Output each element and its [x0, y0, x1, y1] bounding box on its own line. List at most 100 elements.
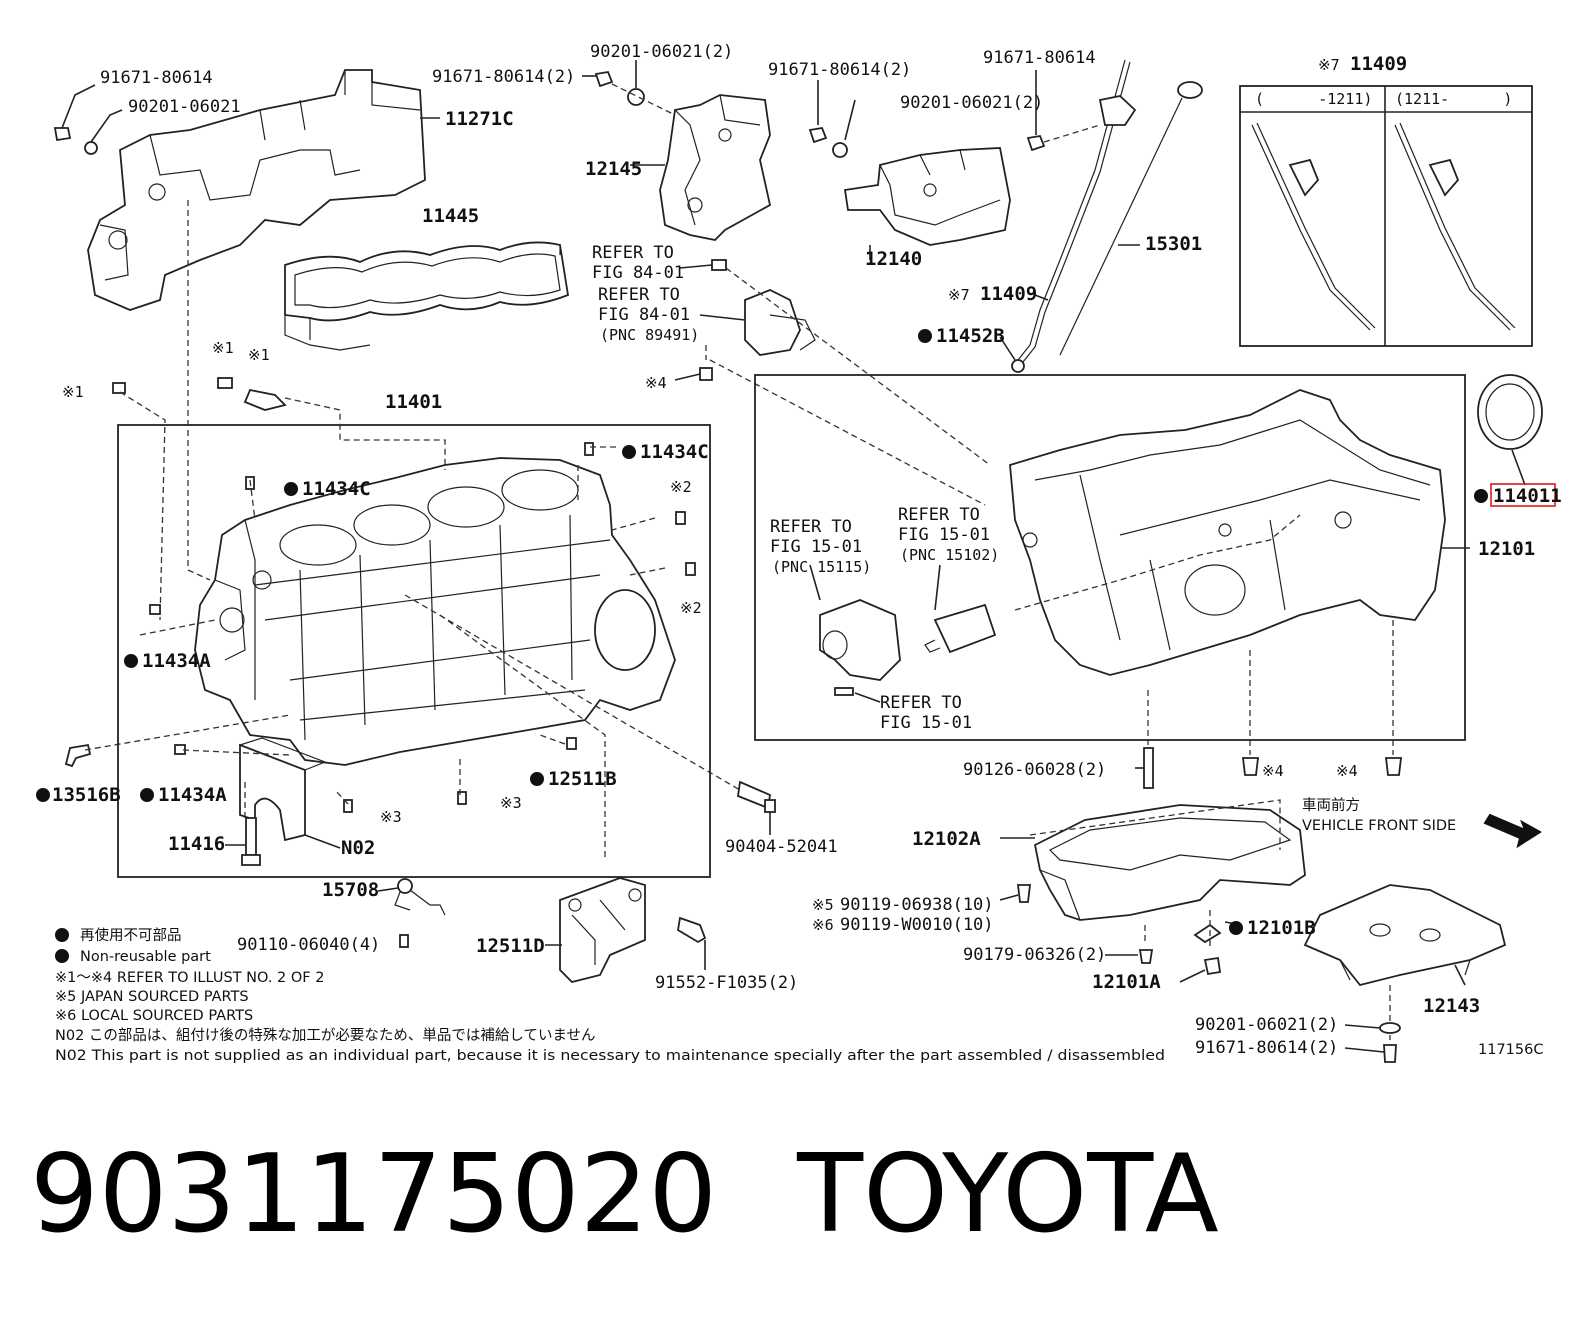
legend-japan-sourced: ※5 JAPAN SOURCED PARTS: [55, 989, 249, 1005]
bullet-11434c-b: [622, 445, 636, 459]
label-variant-left: ( -1211): [1255, 90, 1372, 108]
bolt-90119: [1016, 884, 1032, 903]
bracket-12140-drawing: [843, 147, 1011, 246]
bolt-91671-80614-a: [594, 70, 614, 88]
label-91671-80614-2-b: 91671-80614(2): [768, 60, 911, 80]
drain-plug-gasket: [1203, 956, 1222, 976]
label-12145: 12145: [585, 158, 642, 180]
label-front-jp: 車両前方: [1302, 797, 1360, 814]
bearing-cap-n02-drawing: [239, 737, 327, 842]
bullet-12101b: [1229, 921, 1243, 935]
label-mark4-c: ※4: [1336, 762, 1358, 780]
label-mark3-b: ※3: [380, 808, 402, 826]
bullet-114011: [1474, 489, 1488, 503]
label-refer84b-2: FIG 84-01: [598, 305, 690, 325]
bolt-91671-80614-c: [1026, 134, 1046, 152]
label-refer15b-2: FIG 15-01: [898, 525, 990, 545]
baffle-plate-12143-drawing: [1303, 884, 1507, 987]
legend-n02-jp: N02 この部品は、組付け後の特殊な加工が必要なため、単品では補給していません: [55, 1027, 596, 1044]
legend-bullet-jp: [55, 928, 69, 942]
label-12511d: 12511D: [476, 935, 545, 957]
label-12101: 12101: [1478, 538, 1535, 560]
label-11409-top-mark: ※7: [1318, 56, 1340, 74]
cover-11271c-drawing: [87, 69, 426, 311]
label-91671-80614-2-a: 91671-80614(2): [432, 67, 575, 87]
exploded-parts-diagram: 91671-80614 90201-06021 11271C 91671-806…: [36, 42, 1562, 1064]
label-11434a-a: 11434A: [142, 650, 211, 672]
label-90201-06021-tl: 90201-06021: [128, 97, 241, 117]
label-mark1-a: ※1: [212, 339, 234, 357]
label-114011: 114011: [1493, 485, 1562, 507]
label-11401: 11401: [385, 391, 442, 413]
cylinder-block-drawing: [194, 457, 676, 766]
label-mark4-a: ※4: [645, 374, 667, 392]
label-13516b: 13516B: [52, 784, 121, 806]
label-mark1-c: ※1: [62, 383, 84, 401]
label-refer84a-2: FIG 84-01: [592, 263, 684, 283]
gasket-90179-06326: [1138, 949, 1154, 964]
cylinder-block-frame: [117, 424, 711, 878]
label-refer15c-1: REFER TO: [880, 693, 962, 713]
label-12143: 12143: [1423, 995, 1480, 1017]
label-11409-mid: 11409: [980, 283, 1037, 305]
small-sensor-drawing: [112, 377, 287, 411]
legend-n02-en: N02 This part is not supplied as an indi…: [55, 1048, 1165, 1064]
label-refer84a-1: REFER TO: [592, 243, 674, 263]
bullet-11434a-a: [124, 654, 138, 668]
label-refer15b-1: REFER TO: [898, 505, 980, 525]
legend-local-sourced: ※6 LOCAL SOURCED PARTS: [55, 1008, 253, 1024]
label-91671-80614-2-c: 91671-80614(2): [1195, 1038, 1338, 1058]
label-91671-80614-tr: 91671-80614: [983, 48, 1096, 68]
oil-pressure-sender-drawing: [699, 259, 816, 381]
bullet-13516b: [36, 788, 50, 802]
washer-90201-06021-a: [627, 88, 645, 106]
label-variant-right: (1211- ): [1395, 90, 1512, 108]
label-12102a: 12102A: [912, 828, 981, 850]
oil-pan-upper-12101-drawing: [1009, 389, 1446, 676]
label-12101a: 12101A: [1092, 971, 1161, 993]
label-mark5: ※5: [812, 896, 834, 914]
knock-pins: [64, 442, 696, 813]
gasket-11445-drawing: [284, 241, 570, 351]
label-n02: N02: [341, 837, 375, 859]
label-91552-f1035: 91552-F1035(2): [655, 973, 798, 993]
bolt-91671-80614-b: [808, 126, 828, 144]
label-11434c-b: 11434C: [640, 441, 709, 463]
label-mark3-a: ※3: [500, 794, 522, 812]
bolt-mark4-b: [1384, 757, 1403, 776]
label-mark4-b: ※4: [1262, 762, 1284, 780]
label-90179-06326: 90179-06326(2): [963, 945, 1106, 965]
part-number: 9031175020: [30, 1132, 718, 1257]
label-refer15a-3: (PNC 15115): [772, 558, 871, 576]
label-refer15c-2: FIG 15-01: [880, 713, 972, 733]
bolt-91671-80614-d: [1383, 1044, 1397, 1063]
oil-seal-114011-drawing: [1477, 374, 1543, 450]
legend-nonreusable-en: Non-reusable part: [80, 949, 211, 965]
bullet-11452b: [918, 329, 932, 343]
dipstick-15301-drawing: [1059, 81, 1203, 356]
label-mark2-a: ※2: [670, 478, 692, 496]
label-mark2-b: ※2: [680, 599, 702, 617]
legend-nonreusable-jp: 再使用不可部品: [80, 927, 182, 944]
bolt-91671-80614-tl: [53, 127, 98, 155]
label-refer15a-1: REFER TO: [770, 517, 852, 537]
label-11409-mid-mark: ※7: [948, 286, 970, 304]
label-90201-06021-2-c: 90201-06021(2): [1195, 1015, 1338, 1035]
label-refer15b-3: (PNC 15102): [900, 546, 999, 564]
label-15708: 15708: [322, 879, 379, 901]
drain-plug-12101a-drawing: [1193, 923, 1222, 944]
legend-bullet-en: [55, 949, 69, 963]
label-refer84b-3: (PNC 89491): [600, 326, 699, 344]
bracket-12145-drawing: [659, 94, 772, 241]
label-90201-06021-2-b: 90201-06021(2): [900, 93, 1043, 113]
bolt-mark4-a: [1241, 757, 1260, 776]
label-91671-80614-tl: 91671-80614: [100, 68, 213, 88]
label-11409-top: 11409: [1350, 53, 1407, 75]
legend-refer-illust: ※1～※4 REFER TO ILLUST NO. 2 OF 2: [55, 970, 324, 986]
stud-90126-06028: [1143, 747, 1154, 789]
oil-pan-12102a-drawing: [1029, 799, 1306, 921]
oil-pump-15115-drawing: [819, 599, 901, 696]
label-90110-06040: 90110-06040(4): [237, 935, 380, 955]
